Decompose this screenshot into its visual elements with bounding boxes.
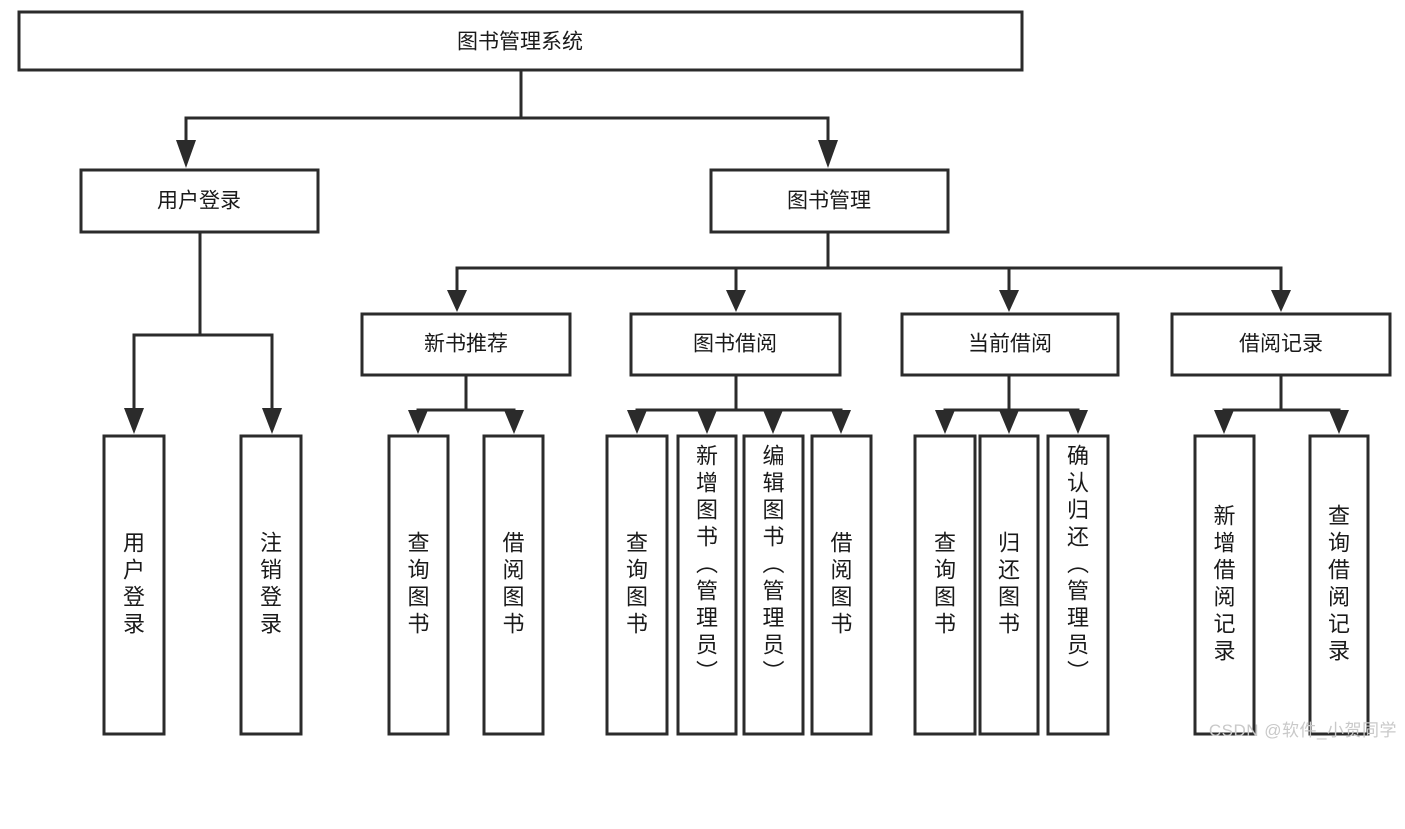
- leaf-query-record-box[interactable]: [1308, 434, 1370, 736]
- arrowhead-user-login: [176, 140, 196, 168]
- node-user-login[interactable]: 用户登录: [79, 168, 320, 234]
- arrowhead-borrow-record: [1271, 290, 1291, 312]
- arrowhead-leaf-edit-book: [763, 410, 783, 434]
- edge-group-root-to-level2: [176, 68, 838, 168]
- node-book-manage-label: 图书管理: [787, 190, 871, 213]
- leaf-return-book-box[interactable]: [978, 434, 1040, 736]
- arrowhead-book-manage: [818, 140, 838, 168]
- node-root-label: 图书管理系统: [457, 31, 583, 54]
- node-borrow-record-label: 借阅记录: [1239, 333, 1323, 356]
- arrowhead-current-borrow: [999, 290, 1019, 312]
- leaf-borrow-book-rec-box[interactable]: [482, 434, 545, 736]
- leaf-query-book-bor-box[interactable]: [605, 434, 669, 736]
- node-book-borrow-label: 图书借阅: [693, 333, 777, 356]
- node-user-login-label: 用户登录: [157, 190, 241, 213]
- node-new-book-rec-label: 新书推荐: [424, 333, 508, 356]
- arrowhead-leaf-logout: [262, 408, 282, 434]
- node-root[interactable]: 图书管理系统: [17, 10, 1024, 72]
- leaf-query-book-cur-box[interactable]: [913, 434, 977, 736]
- node-book-manage[interactable]: 图书管理: [709, 168, 950, 234]
- leaf-borrow-book-bor-box[interactable]: [810, 434, 873, 736]
- arrowhead-leaf-query-record: [1329, 410, 1349, 434]
- leaf-confirm-return-box[interactable]: [1046, 434, 1110, 736]
- arrowhead-book-borrow: [726, 290, 746, 312]
- arrowhead-leaf-query-book-cur: [935, 410, 955, 434]
- edge-group-book-manage-to-level3: [447, 230, 1291, 312]
- node-new-book-rec[interactable]: 新书推荐: [360, 312, 572, 377]
- leaf-box-group: [102, 434, 1370, 736]
- edge-group-book-borrow-to-leaves: [627, 373, 851, 434]
- leaf-logout-box[interactable]: [239, 434, 303, 736]
- arrowhead-leaf-return-book: [999, 410, 1019, 434]
- leaf-query-book-rec-box[interactable]: [387, 434, 450, 736]
- flowchart-diagram: 图书管理系统 用户登录 图书管理 新书推荐 图书借阅 当前借阅 借阅记录: [17, 10, 1397, 740]
- node-book-borrow-box[interactable]: [629, 312, 842, 377]
- arrowhead-leaf-query-book-bor: [627, 410, 647, 434]
- leaf-add-record-box[interactable]: [1193, 434, 1256, 736]
- diagram-canvas: 图书管理系统 用户登录 图书管理 新书推荐 图书借阅 当前借阅 借阅记录: [17, 10, 1392, 736]
- arrowhead-leaf-add-book: [697, 410, 717, 434]
- node-book-borrow[interactable]: 图书借阅: [629, 312, 842, 377]
- edge-group-new-book-rec-to-leaves: [408, 373, 524, 434]
- edge-group-borrow-record-to-leaves: [1214, 373, 1349, 434]
- node-current-borrow[interactable]: 当前借阅: [900, 312, 1120, 377]
- node-new-book-rec-box[interactable]: [360, 312, 572, 377]
- node-current-borrow-label: 当前借阅: [968, 333, 1052, 356]
- arrowhead-leaf-add-record: [1214, 410, 1234, 434]
- node-borrow-record-box[interactable]: [1170, 312, 1392, 377]
- arrowhead-new-book-rec: [447, 290, 467, 312]
- arrowhead-leaf-confirm-return: [1068, 410, 1088, 434]
- node-user-login-box[interactable]: [79, 168, 320, 234]
- arrowhead-leaf-query-book-rec: [408, 410, 428, 434]
- node-current-borrow-box[interactable]: [900, 312, 1120, 377]
- node-borrow-record[interactable]: 借阅记录: [1170, 312, 1392, 377]
- node-root-box[interactable]: [17, 10, 1024, 72]
- arrowhead-leaf-user-login: [124, 408, 144, 434]
- leaf-edit-book-box[interactable]: [742, 434, 805, 736]
- node-book-manage-box[interactable]: [709, 168, 950, 234]
- edge-group-current-borrow-to-leaves: [935, 373, 1088, 434]
- arrowhead-leaf-borrow-book-bor: [831, 410, 851, 434]
- arrowhead-leaf-borrow-book-rec: [504, 410, 524, 434]
- leaf-add-book-box[interactable]: [676, 434, 738, 736]
- leaf-user-login-box[interactable]: [102, 434, 166, 736]
- watermark-text: CSDN @软件_小贺同学: [1208, 721, 1397, 740]
- edge-group-user-login-to-leaves: [124, 230, 282, 434]
